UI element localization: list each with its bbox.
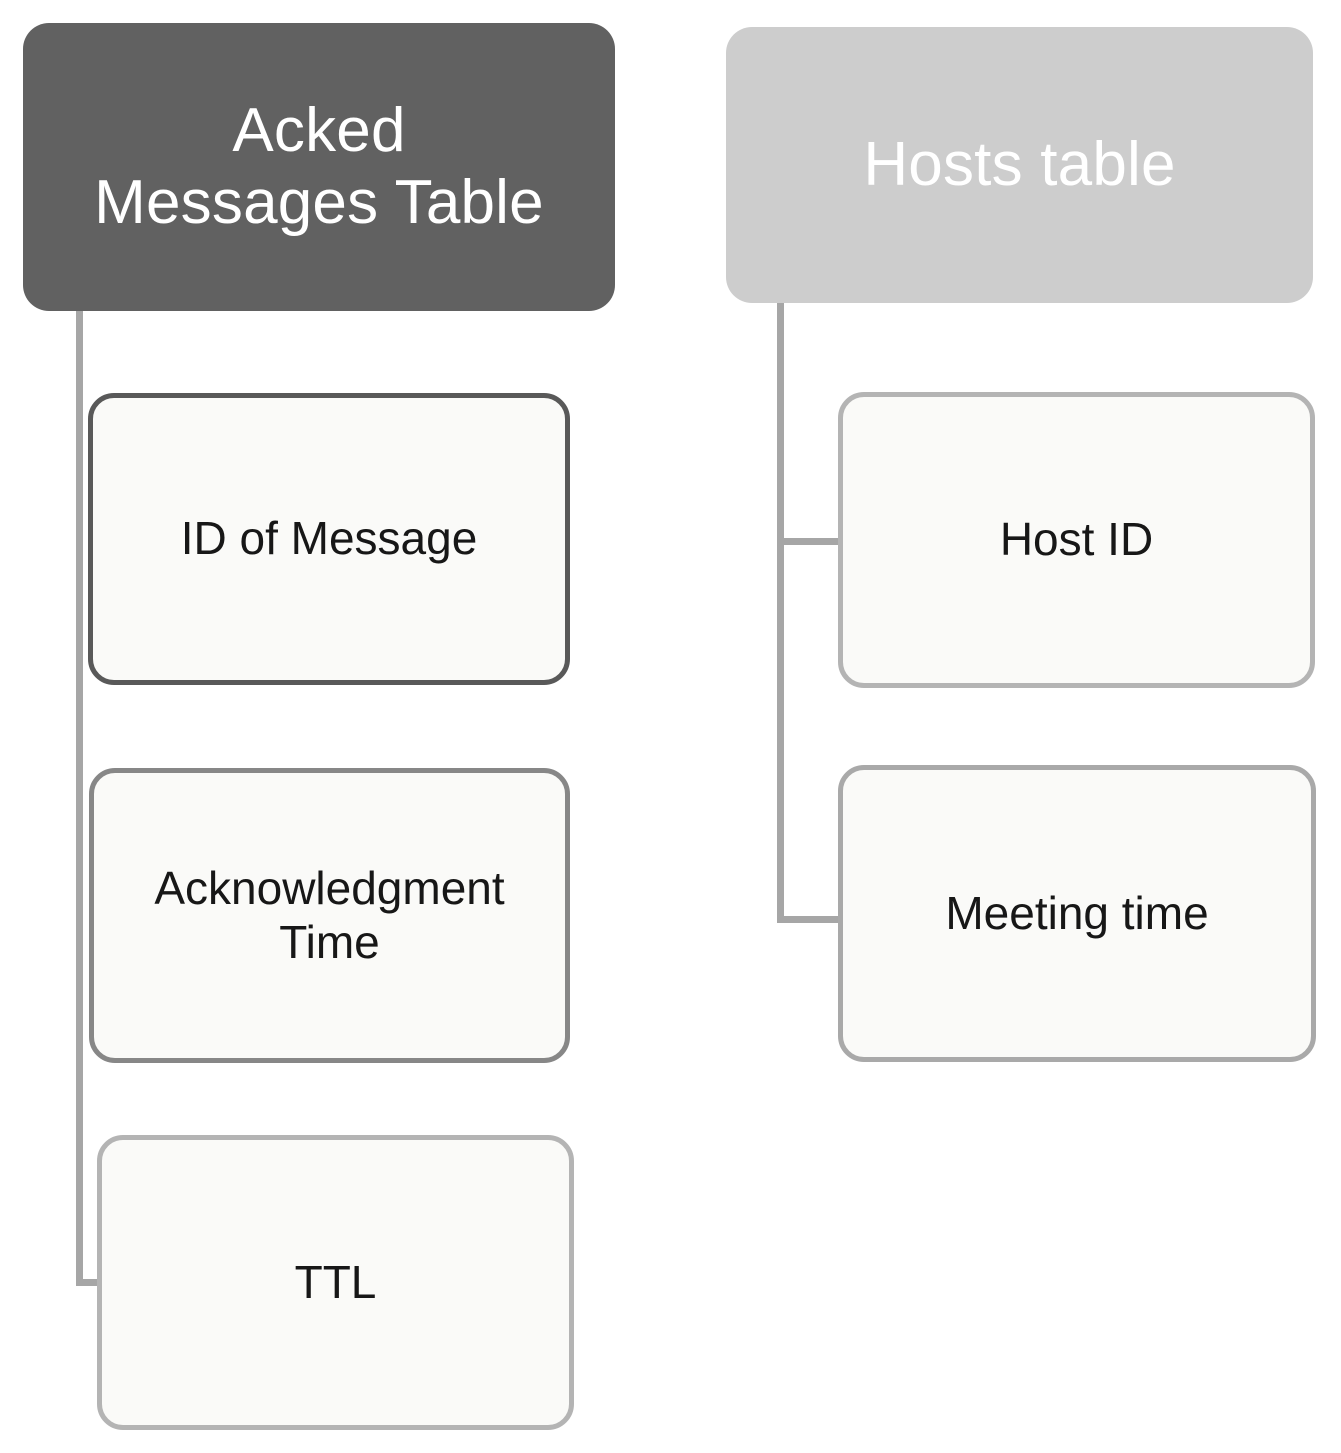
connector-trunk-acked bbox=[76, 310, 83, 1286]
header-acked-messages-table[interactable]: Acked Messages Table bbox=[23, 23, 615, 311]
field-meeting-time[interactable]: Meeting time bbox=[838, 765, 1316, 1062]
field-ttl-label: TTL bbox=[294, 1255, 377, 1308]
header-hosts-table[interactable]: Hosts table bbox=[726, 27, 1313, 303]
field-meeting-time-label: Meeting time bbox=[945, 886, 1209, 939]
connector-branch-host-id bbox=[777, 538, 841, 545]
connector-elbow-ttl bbox=[76, 1279, 106, 1286]
connector-trunk-hosts bbox=[777, 303, 784, 923]
header-hosts-table-label: Hosts table bbox=[863, 130, 1176, 200]
field-host-id[interactable]: Host ID bbox=[838, 392, 1315, 688]
field-ttl[interactable]: TTL bbox=[97, 1135, 574, 1430]
header-acked-messages-table-label: Acked Messages Table bbox=[94, 96, 544, 237]
field-id-of-message[interactable]: ID of Message bbox=[88, 393, 570, 685]
field-host-id-label: Host ID bbox=[999, 513, 1154, 566]
field-id-of-message-label: ID of Message bbox=[180, 512, 478, 565]
connector-elbow-meeting-time bbox=[777, 916, 841, 923]
field-acknowledgment-time[interactable]: Acknowledgment Time bbox=[89, 768, 570, 1063]
field-acknowledgment-time-label: Acknowledgment Time bbox=[154, 862, 505, 968]
